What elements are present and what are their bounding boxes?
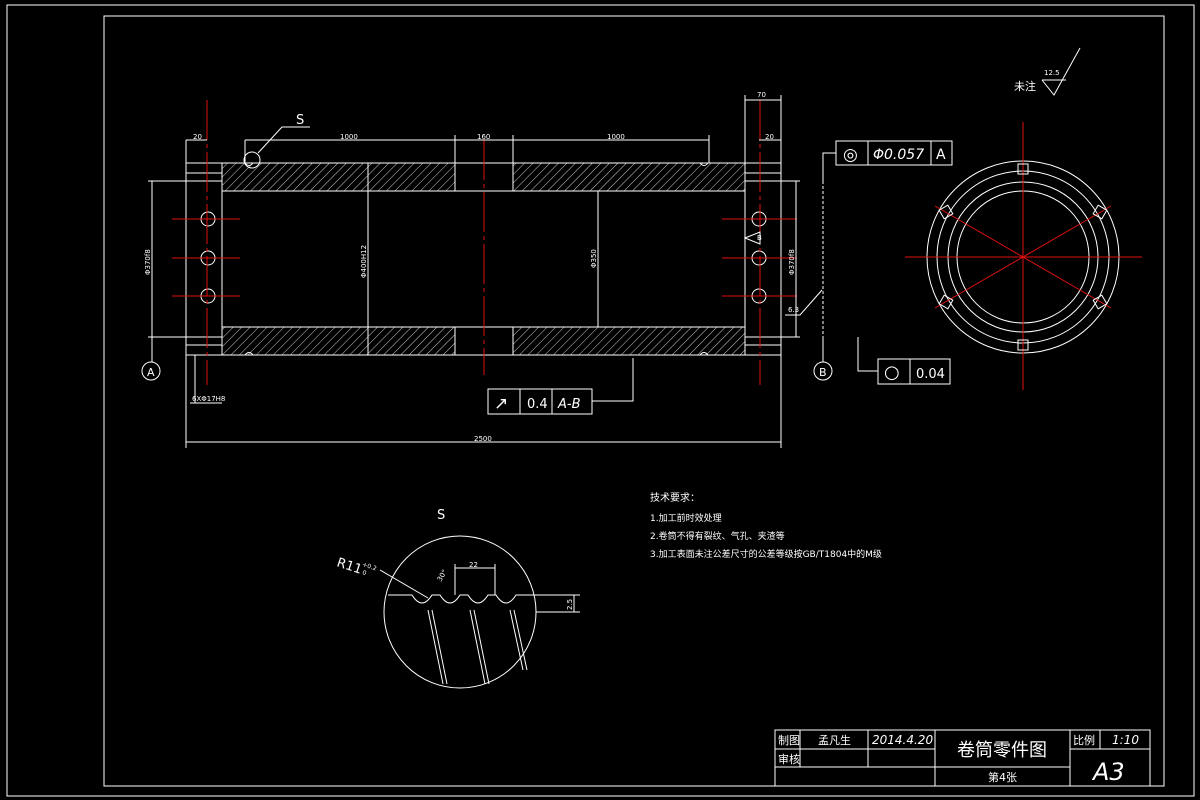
runout-frame: ↗ 0.4 A-B	[487, 358, 634, 415]
section-s-label: S	[296, 113, 304, 128]
roughness-note: 未注 12.5	[1014, 47, 1081, 96]
left-flange	[185, 162, 223, 356]
section-s-circle	[243, 151, 261, 169]
inner-border	[103, 15, 1165, 787]
check-label: 审核	[778, 752, 800, 766]
datum-b-label: B	[819, 366, 827, 379]
dim-segment-right: 1000	[607, 133, 625, 141]
detail-radius: R11	[335, 556, 364, 578]
dim-dia-left: Φ370f8	[144, 249, 152, 275]
roundness-value: 0.04	[916, 367, 945, 382]
roughness-note-text: 未注	[1014, 79, 1036, 93]
dim-mid-gap: 160	[477, 133, 490, 141]
shell-top-right	[512, 162, 746, 192]
detail-pitch: 22	[469, 561, 478, 569]
dim-right-flange: 20	[765, 133, 774, 141]
dim-dia-bore: Φ350	[590, 249, 598, 268]
detail-s: S 22 2.5 30° R11 +0.2 0	[335, 508, 580, 689]
dim-left-flange: 20	[193, 133, 202, 141]
coaxiality-value: Φ0.057	[873, 147, 924, 163]
dim-dia-right: Φ370f8	[788, 249, 796, 275]
dim-overall-length: 2500	[474, 435, 492, 443]
detail-radius-tol-up: +0.2	[361, 561, 377, 572]
scale-value: 1:10	[1112, 733, 1139, 747]
technical-notes: 技术要求： 1.加工前时效处理 2.卷筒不得有裂纹、气孔、夹渣等 3.加工表面未…	[650, 491, 882, 560]
scale-label: 比例	[1073, 733, 1095, 747]
runout-value: 0.4	[527, 397, 548, 412]
dim-dia-inner: Φ400H12	[360, 245, 368, 278]
coaxiality-symbol: ◎	[843, 145, 858, 165]
detail-depth: 2.5	[566, 599, 574, 610]
detail-radius-tol-low: 0	[361, 569, 367, 577]
drawn-label: 制图	[778, 734, 800, 747]
roughness-note-value: 12.5	[1044, 69, 1060, 77]
sheet-size: A3	[1091, 758, 1125, 786]
drawn-name: 孟凡生	[818, 733, 851, 747]
dim-top-right: 70	[757, 91, 766, 99]
runout-symbol: ↗	[494, 394, 508, 414]
outer-border	[6, 4, 1195, 797]
datum-b-circle	[813, 361, 833, 381]
sheet-number: 第4张	[988, 770, 1017, 784]
note-item-3: 3.加工表面未注公差尺寸的公差等级按GB/T1804中的M级	[650, 548, 882, 560]
notes-heading: 技术要求：	[650, 491, 700, 504]
note-item-1: 1.加工前时效处理	[650, 512, 722, 524]
roundness-frame: ○ 0.04	[857, 337, 951, 385]
shell-bottom-right	[512, 326, 746, 356]
drawn-date: 2014.4.20	[872, 733, 933, 747]
shell-top-left	[221, 162, 456, 192]
b-mark-label: B	[757, 234, 762, 242]
drawing-title: 卷筒零件图	[957, 740, 1047, 761]
detail-angle: 30°	[436, 568, 449, 583]
datum-a-label: A	[147, 366, 155, 379]
right-flange	[744, 162, 782, 356]
title-block: 制图 孟凡生 2014.4.20 审核 卷筒零件图 第4张 比例 1:10 A3	[774, 729, 1151, 787]
end-view	[905, 122, 1142, 390]
roundness-symbol: ○	[884, 362, 900, 383]
main-section-view: 20 1000 160 1000 20 70 2500 Φ370f8 Φ400H…	[141, 91, 953, 448]
dim-segment-left: 1000	[340, 133, 358, 141]
coaxiality-datum: A	[936, 147, 946, 163]
detail-s-title: S	[437, 508, 445, 523]
shell-bottom-left	[221, 326, 456, 356]
datum-a-circle	[141, 361, 161, 381]
runout-datum: A-B	[557, 397, 581, 412]
note-item-2: 2.卷筒不得有裂纹、气孔、夹渣等	[650, 530, 785, 542]
roughness-63: 6.3	[788, 306, 799, 314]
dim-hole-note: 6XΦ17H8	[192, 395, 225, 403]
coaxiality-frame: ◎ Φ0.057 A	[822, 140, 953, 181]
